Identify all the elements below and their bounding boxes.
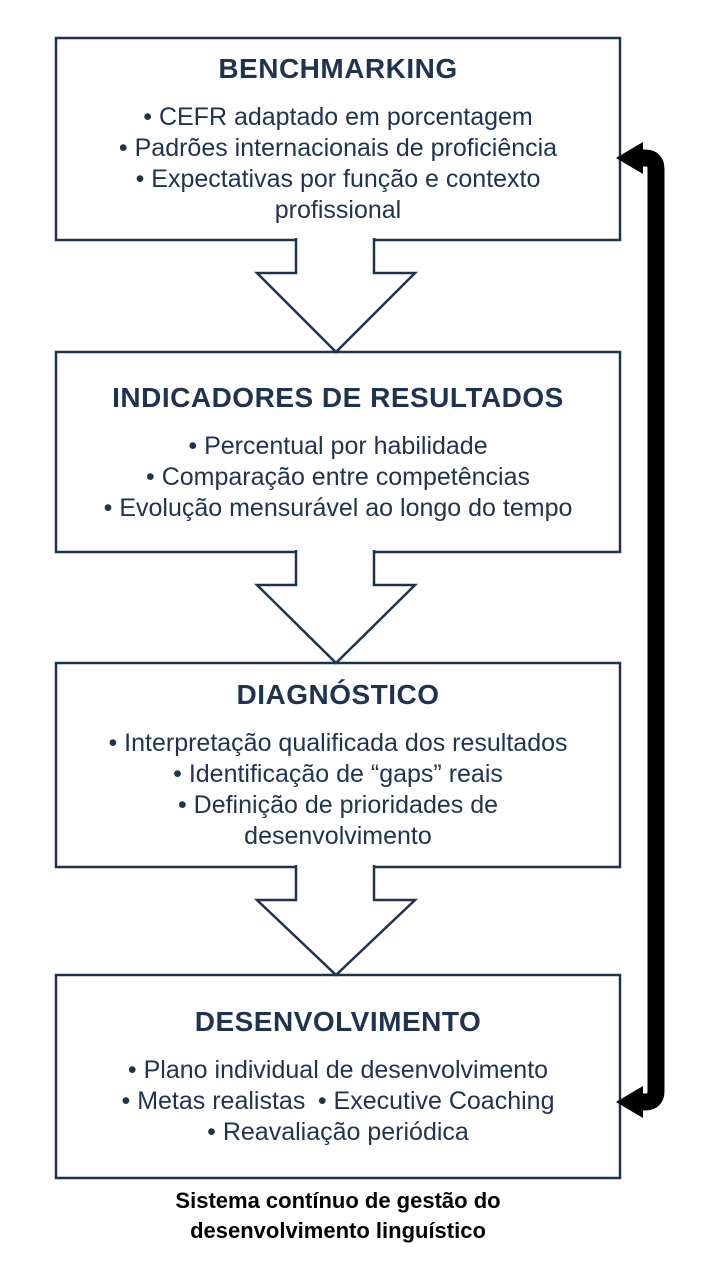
bullet-item: Percentual por habilidade [104,431,573,462]
stage-bullets: Interpretação qualificada dos resultados… [108,728,567,852]
bullet-item: Metas realistas • Executive Coaching [122,1086,554,1117]
stage-title: DIAGNÓSTICO [236,679,440,710]
bullet-item: Identificação de “gaps” reais [108,759,567,790]
stage-title: BENCHMARKING [218,53,458,84]
bullet-item: Reavaliação periódica [122,1117,555,1148]
bullet-item: Comparação entre competências [104,462,573,493]
feedback-loop-arrowhead-bottom-icon [616,1086,643,1118]
bullet-item: Padrões internacionais de proficiência [119,133,557,164]
stage-bullets: Percentual por habilidade Comparação ent… [104,431,573,524]
bullet-item: Plano individual de desenvolvimento [122,1055,555,1086]
down-arrow-icon-3 [253,865,419,977]
bullet-item: Expectativas por função e contexto profi… [119,164,557,226]
down-arrow-icon-1 [253,238,419,354]
bullet-item: CEFR adaptado em porcentagem [119,102,557,133]
stage-desenvolvimento: DESENVOLVIMENTO Plano individual de dese… [56,975,620,1178]
bullet-item: Definição de prioridades de desenvolvime… [108,790,567,852]
stage-title: DESENVOLVIMENTO [194,1006,482,1037]
stage-indicadores: INDICADORES DE RESULTADOS Percentual por… [56,352,620,552]
bullet-item: Evolução mensurável ao longo do tempo [104,493,572,524]
feedback-loop-arrow-line [641,149,665,1111]
stage-bullets: Plano individual de desenvolvimento Meta… [122,1055,555,1148]
diagram-caption: Sistema contínuo de gestão do desenvolvi… [175,1188,501,1243]
feedback-loop-arrowhead-top-icon [616,142,643,174]
bullet-item: Interpretação qualificada dos resultados [108,728,567,759]
stage-diagnostico: DIAGNÓSTICO Interpretação qualificada do… [56,663,620,867]
stage-title: INDICADORES DE RESULTADOS [112,381,564,413]
down-arrow-icon-2 [253,550,419,665]
stage-bullets: CEFR adaptado em porcentagem Padrões int… [119,102,557,226]
stage-benchmarking: BENCHMARKING CEFR adaptado em porcentage… [56,38,620,240]
